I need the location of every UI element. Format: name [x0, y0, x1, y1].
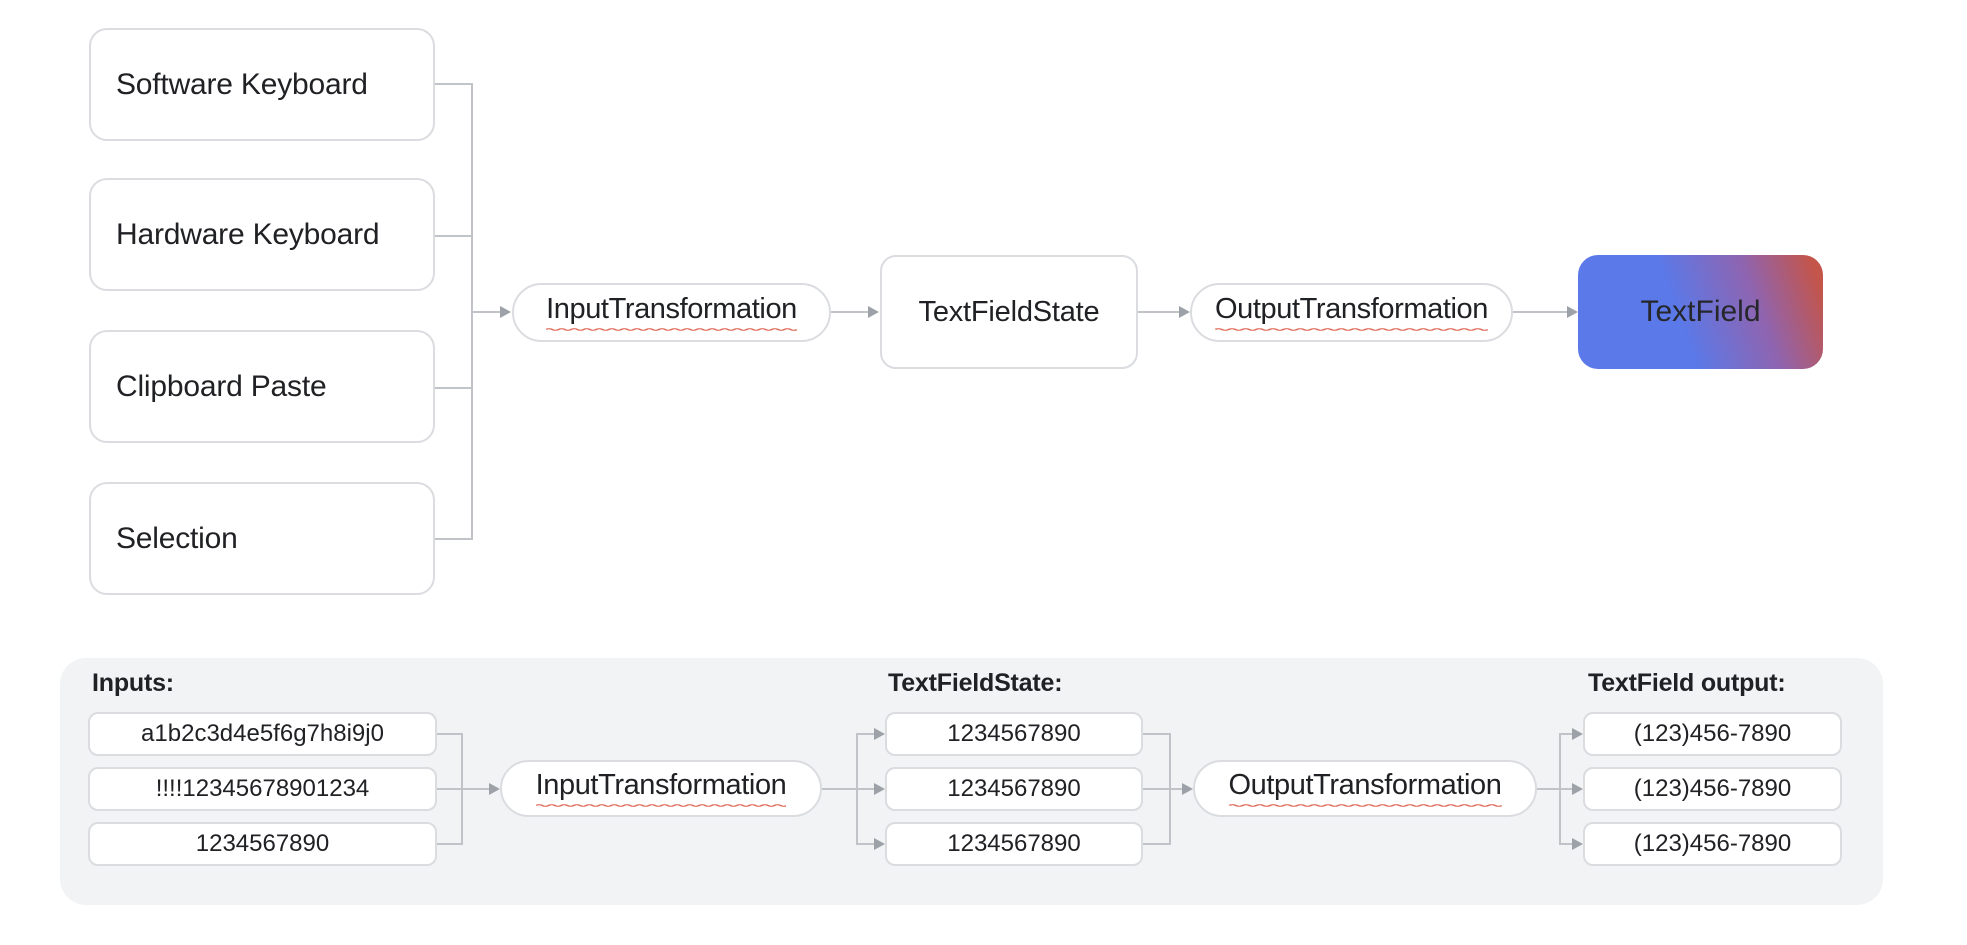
- output-value: (123)456-7890: [1633, 830, 1792, 857]
- node-label: InputTransformation: [546, 293, 797, 325]
- connector-line: [1169, 788, 1182, 790]
- connector-line: [1559, 843, 1572, 845]
- source-node-software-keyboard: Software Keyboard: [89, 28, 435, 141]
- connector-line: [435, 538, 473, 540]
- connector-line: [1138, 311, 1179, 313]
- connector-line: [856, 843, 874, 845]
- connector-line: [1559, 733, 1572, 735]
- spellcheck-squiggle-icon: [1228, 804, 1502, 807]
- connector-arrowhead-icon: [1567, 306, 1578, 318]
- input-value-box: 1234567890: [88, 822, 437, 866]
- state-value-box: 1234567890: [885, 767, 1143, 811]
- spellcheck-squiggle-icon: [535, 804, 787, 807]
- output-label: TextField output:: [1588, 669, 1786, 697]
- source-node-hardware-keyboard: Hardware Keyboard: [89, 178, 435, 291]
- connector-line: [435, 235, 473, 237]
- connector-arrowhead-icon: [1182, 783, 1193, 795]
- output-value-box: (123)456-7890: [1583, 767, 1842, 811]
- state-value: 1234567890: [947, 775, 1081, 802]
- source-label: Software Keyboard: [116, 67, 368, 101]
- node-label: OutputTransformation: [1228, 769, 1502, 801]
- connector-arrowhead-icon: [874, 783, 885, 795]
- connector-line: [435, 83, 473, 85]
- connector-arrowhead-icon: [1572, 838, 1583, 850]
- output-value-box: (123)456-7890: [1583, 822, 1842, 866]
- output-value: (123)456-7890: [1633, 720, 1792, 747]
- input-transformation-node: InputTransformation: [512, 283, 831, 342]
- connector-arrowhead-icon: [1179, 306, 1190, 318]
- connector-line: [1559, 788, 1572, 790]
- state-label: TextFieldState:: [888, 669, 1063, 697]
- textfield-node: TextField: [1578, 255, 1823, 369]
- input-value: 1234567890: [195, 830, 330, 857]
- connector-line: [437, 788, 463, 790]
- state-value-box: 1234567890: [885, 822, 1143, 866]
- connector-line: [1143, 733, 1171, 735]
- node-label: InputTransformation: [535, 769, 787, 801]
- source-node-selection: Selection: [89, 482, 435, 595]
- connector-arrowhead-icon: [868, 306, 879, 318]
- connector-line: [1143, 788, 1171, 790]
- connector-line: [831, 311, 868, 313]
- output-value: (123)456-7890: [1633, 775, 1792, 802]
- source-label: Selection: [116, 521, 238, 555]
- node-label: TextFieldState: [918, 295, 1100, 328]
- textfieldstate-node: TextFieldState: [880, 255, 1138, 369]
- example-input-transformation-node: InputTransformation: [500, 760, 822, 817]
- input-value-box: a1b2c3d4e5f6g7h8i9j0: [88, 712, 437, 756]
- state-value-box: 1234567890: [885, 712, 1143, 756]
- spellcheck-squiggle-icon: [1215, 328, 1488, 331]
- connector-arrowhead-icon: [874, 838, 885, 850]
- connector-arrowhead-icon: [489, 783, 500, 795]
- input-value: !!!!12345678901234: [155, 775, 370, 802]
- connector-arrowhead-icon: [874, 728, 885, 740]
- connector-line: [856, 733, 874, 735]
- connector-line: [471, 311, 500, 313]
- connector-line: [856, 788, 874, 790]
- connector-arrowhead-icon: [1572, 728, 1583, 740]
- connector-line: [435, 387, 473, 389]
- output-value-box: (123)456-7890: [1583, 712, 1842, 756]
- source-node-clipboard-paste: Clipboard Paste: [89, 330, 435, 443]
- connector-line: [437, 843, 463, 845]
- connector-line: [437, 733, 463, 735]
- connector-arrowhead-icon: [500, 306, 511, 318]
- connector-line: [1537, 788, 1561, 790]
- connector-line: [822, 788, 858, 790]
- source-label: Hardware Keyboard: [116, 217, 380, 251]
- state-value: 1234567890: [947, 720, 1081, 747]
- input-value-box: !!!!12345678901234: [88, 767, 437, 811]
- source-label: Clipboard Paste: [116, 369, 327, 403]
- output-transformation-node: OutputTransformation: [1190, 283, 1513, 342]
- inputs-label: Inputs:: [92, 669, 174, 697]
- spellcheck-squiggle-icon: [546, 328, 797, 331]
- connector-line: [1143, 843, 1171, 845]
- example-output-transformation-node: OutputTransformation: [1193, 760, 1537, 817]
- connector-line: [461, 788, 489, 790]
- state-value: 1234567890: [947, 830, 1081, 857]
- input-value: a1b2c3d4e5f6g7h8i9j0: [141, 720, 384, 747]
- node-label: TextField: [1640, 295, 1761, 328]
- connector-arrowhead-icon: [1572, 783, 1583, 795]
- connector-line: [1513, 311, 1567, 313]
- node-label: OutputTransformation: [1215, 293, 1488, 325]
